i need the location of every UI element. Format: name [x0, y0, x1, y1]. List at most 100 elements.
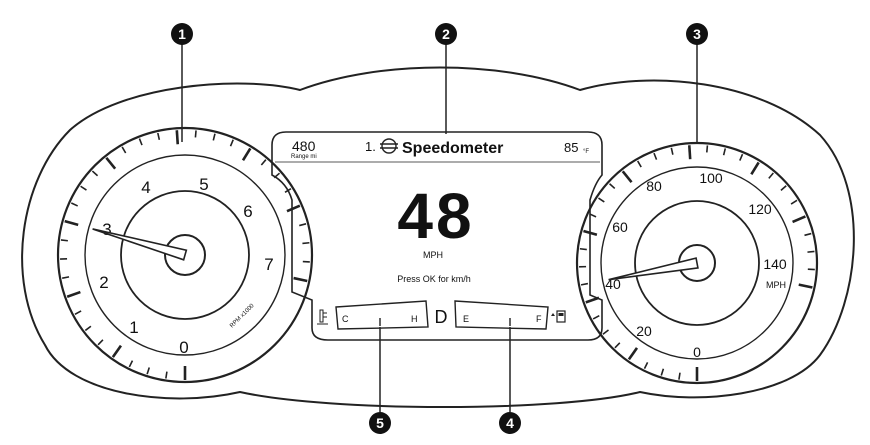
speedometer-tick: [739, 153, 744, 161]
speedometer-tick: [798, 283, 813, 289]
tachometer-tick: [286, 204, 301, 213]
tachometer-tick: [74, 310, 82, 315]
speedometer-tick: [602, 329, 609, 335]
temperature-gauge-low: C: [342, 314, 349, 324]
tachometer-scale-numbers: 0 1 2 3 4 5 6 7: [99, 175, 273, 357]
tachometer-tick: [194, 130, 197, 138]
tachometer-tick-marks: [60, 130, 310, 380]
tach-number-4: 4: [141, 178, 150, 197]
speedometer-tick: [579, 247, 587, 251]
tach-number-3: 3: [102, 220, 111, 239]
tachometer: 0 1 2 3 4 5 6 7 RPM x1000: [56, 126, 314, 384]
tachometer-unit-label: RPM x1000: [229, 303, 256, 330]
callout-4-label: 4: [506, 415, 514, 431]
tachometer-tick: [121, 146, 127, 154]
fuel-gauge: E F: [454, 300, 566, 330]
outside-temperature-unit: °F: [583, 149, 589, 155]
speedometer-inner-ring: [600, 166, 794, 360]
tach-number-1: 1: [129, 318, 138, 337]
tachometer-tick: [64, 219, 79, 227]
tachometer-tick: [111, 344, 122, 358]
range-unit-label: Range mi: [291, 154, 317, 160]
speedometer-tick: [670, 147, 674, 155]
fuel-pump-icon: [551, 310, 566, 323]
speedometer-tick: [687, 145, 692, 160]
tachometer-tick: [138, 138, 143, 146]
speedometer-tick: [614, 342, 621, 349]
speedometer-tick: [592, 314, 600, 320]
speed-number-80: 80: [646, 178, 662, 194]
callout-1-label: 1: [178, 26, 186, 42]
speedometer-tick: [780, 185, 787, 191]
center-display-frame: [271, 131, 603, 341]
callout-5-label: 5: [376, 415, 384, 431]
tachometer-tick: [60, 239, 68, 242]
digital-speed-unit: MPH: [423, 250, 443, 260]
display-title: Speedometer: [402, 140, 503, 157]
tach-number-0: 0: [179, 338, 188, 357]
callout-5-marker: [369, 412, 391, 434]
speedometer-tick: [705, 145, 709, 153]
fuel-gauge-high: F: [536, 314, 542, 324]
tachometer-tick: [299, 223, 307, 227]
speedometer-tick: [804, 232, 812, 237]
tachometer-tick: [212, 133, 216, 141]
speedometer-tick: [609, 183, 616, 190]
callout-markers: 1 2 3 4 5: [171, 23, 708, 434]
tachometer-tick: [62, 276, 70, 279]
tach-number-7: 7: [264, 255, 273, 274]
tachometer-tick: [80, 185, 87, 191]
tachometer-tick: [165, 371, 168, 379]
cluster-bezel-outline: [21, 66, 855, 408]
fuel-gauge-frame: [454, 300, 549, 330]
speedometer-tick: [653, 152, 658, 160]
tachometer-inner-ring: [84, 154, 286, 356]
speed-number-100: 100: [699, 170, 723, 186]
callout-2-marker: [435, 23, 457, 45]
speedometer-tick: [678, 372, 681, 380]
menu-index: 1.: [365, 139, 376, 154]
tachometer-tick: [91, 170, 99, 177]
speedometer-logo-icon: [380, 138, 398, 154]
tachometer-tick: [97, 339, 104, 346]
speed-number-120: 120: [748, 201, 772, 217]
tachometer-tick: [66, 290, 81, 298]
callout-3-label: 3: [693, 26, 701, 42]
speedometer-tick: [792, 215, 806, 224]
tachometer-tick: [293, 276, 308, 283]
speedometer-scale-numbers: 0 20 40 60 80 100 120 140: [605, 170, 787, 360]
speedometer-tick: [643, 362, 649, 370]
coolant-temp-icon: [317, 309, 328, 325]
callout-2-label: 2: [442, 26, 450, 42]
speedometer-unit-label: MPH: [766, 280, 786, 290]
temperature-gauge-frame: [335, 300, 429, 330]
center-display: 480 Range mi 1. Speedometer 85 °F 48 MPH…: [271, 131, 603, 341]
tach-number-6: 6: [243, 202, 252, 221]
temperature-gauge-high: H: [411, 314, 418, 324]
fuel-gauge-low: E: [463, 314, 469, 324]
speed-number-60: 60: [612, 219, 628, 235]
speedometer-tick: [722, 148, 727, 156]
callout-4-marker: [499, 412, 521, 434]
callout-3-marker: [686, 23, 708, 45]
speedometer-tick: [750, 161, 760, 176]
speedometer-tick: [627, 347, 639, 361]
speedometer-tick: [580, 282, 589, 286]
speedometer-tick: [660, 368, 665, 376]
speedometer: 0 20 40 60 80 100 120 140 MPH: [575, 141, 819, 385]
speedometer-tick: [621, 170, 633, 183]
speedometer-tick: [790, 199, 798, 205]
range-value: 480: [292, 138, 316, 154]
speedometer-tick: [807, 250, 815, 253]
unit-toggle-hint: Press OK for km/h: [397, 274, 471, 284]
tachometer-tick: [302, 241, 310, 245]
callout-1-marker: [171, 23, 193, 45]
speedometer-tick: [598, 197, 605, 203]
tachometer-tick: [241, 147, 252, 162]
speedometer-tick-marks: [579, 145, 815, 381]
tachometer-tick: [157, 132, 161, 140]
tach-number-2: 2: [99, 273, 108, 292]
tach-number-5: 5: [199, 175, 208, 194]
tachometer-hub-ring: [120, 190, 250, 320]
